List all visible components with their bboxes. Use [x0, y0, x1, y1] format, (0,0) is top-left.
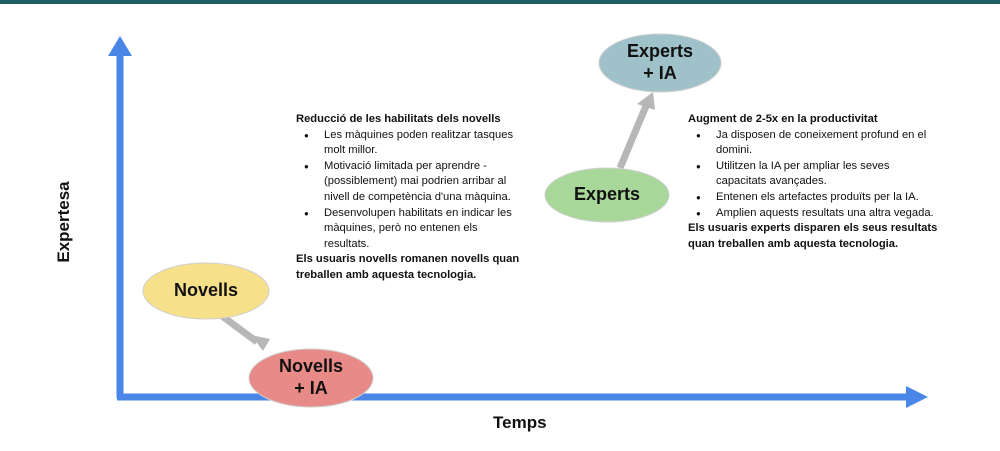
- novice-bullet-list: Les màquines poden realitzar tasques mol…: [296, 128, 526, 253]
- novice-block-title: Reducció de les habilitats dels novells: [296, 113, 501, 125]
- novells-ia-label: Novells + IA: [278, 356, 344, 398]
- novice-skills-block: Reducció de les habilitats dels novells …: [296, 112, 526, 284]
- experts-ellipse: [544, 167, 670, 223]
- novice-block-conclusion: Els usuaris novells romanen novells quan…: [296, 253, 520, 281]
- expert-bullet-list: Ja disposen de coneixement profund en el…: [688, 128, 938, 222]
- experts-label: Experts: [573, 184, 641, 205]
- novice-transition-arrow: [219, 313, 260, 345]
- novells-ellipse: [142, 262, 270, 320]
- expert-block-title: Augment de 2-5x en la productivitat: [688, 113, 878, 125]
- expert-transition-arrow: [616, 104, 650, 170]
- novells-label: Novells: [173, 280, 239, 301]
- experts-ia-ellipse: [598, 33, 722, 93]
- expert-productivity-block: Augment de 2-5x en la productivitat Ja d…: [688, 112, 938, 252]
- experts-ia-label: Experts + IA: [626, 41, 694, 83]
- novells-ia-ellipse: [248, 348, 374, 408]
- y-axis-arrowhead: [108, 36, 132, 56]
- expert-bullet: Utilitzen la IA per ampliar les seves ca…: [696, 159, 938, 190]
- y-axis-label: Expertesa: [54, 181, 73, 263]
- x-axis-arrowhead: [906, 386, 928, 408]
- expert-bullet: Ja disposen de coneixement profund en el…: [696, 128, 938, 159]
- top-bar: [0, 0, 1000, 4]
- expert-bullet: Amplien aquests resultats una altra vega…: [696, 206, 938, 222]
- expert-transition-arrowhead: [637, 92, 655, 110]
- expert-block-conclusion: Els usuaris experts disparen els seus re…: [688, 222, 938, 250]
- novice-bullet: Desenvolupen habilitats en indicar les m…: [304, 206, 526, 253]
- novice-bullet: Les màquines poden realitzar tasques mol…: [304, 128, 526, 159]
- novice-bullet: Motivació limitada per aprendre - (possi…: [304, 159, 526, 206]
- x-axis-label: Temps: [493, 413, 547, 432]
- expert-bullet: Entenen els artefactes produïts per la I…: [696, 190, 938, 206]
- novice-transition-arrowhead: [251, 335, 270, 351]
